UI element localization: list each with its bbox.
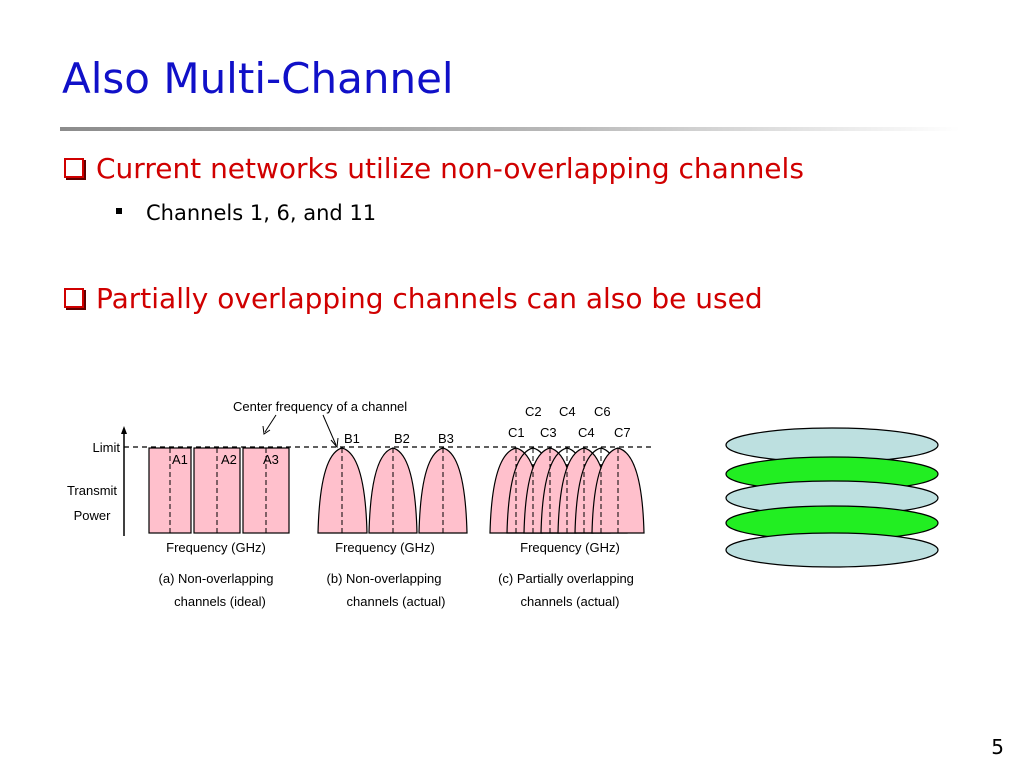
disk-5 <box>725 532 939 568</box>
bullet-2: Partially overlapping channels can also … <box>64 282 763 315</box>
channel-c6-label: C6 <box>594 404 611 419</box>
limit-label: Limit <box>93 440 121 455</box>
channel-b1-label: B1 <box>344 431 360 446</box>
bullet-2-text: Partially overlapping channels can also … <box>96 282 763 315</box>
panel-a-channels: A1 A2 A3 <box>148 447 290 534</box>
panel-b-caption-2: channels (actual) <box>347 594 446 609</box>
panel-b-xlabel: Frequency (GHz) <box>335 540 435 555</box>
panel-a-xlabel: Frequency (GHz) <box>166 540 266 555</box>
channel-c7-label: C7 <box>614 425 631 440</box>
annotation-pointer <box>322 414 337 446</box>
panel-a-caption-2: channels (ideal) <box>174 594 266 609</box>
annotation-pointer-arrow-icon <box>330 437 339 449</box>
title-divider <box>60 127 960 131</box>
channel-c2-label: C2 <box>525 404 542 419</box>
checkbox-bullet-icon <box>64 288 84 308</box>
channel-a1-label: A1 <box>172 452 188 467</box>
slide-title: Also Multi-Channel <box>62 54 454 103</box>
center-frequency-annotation: Center frequency of a channel <box>233 399 407 414</box>
panel-c-xlabel: Frequency (GHz) <box>520 540 620 555</box>
panel-c-channels: C2 C4 C6 C1 C3 C4 C7 <box>489 404 645 534</box>
panel-b-channels: B1 B2 B3 <box>317 431 468 534</box>
channel-c4-top-label: C4 <box>559 404 576 419</box>
panel-c-caption-2: channels (actual) <box>521 594 620 609</box>
sub-bullet-1-text: Channels 1, 6, and 11 <box>146 201 377 225</box>
bullet-1: Current networks utilize non-overlapping… <box>64 152 804 185</box>
square-bullet-icon <box>116 208 122 214</box>
panel-b-caption-1: (b) Non-overlapping <box>327 571 442 586</box>
channel-a2-label: A2 <box>221 452 237 467</box>
bullet-1-text: Current networks utilize non-overlapping… <box>96 152 804 185</box>
y-axis-arrow-icon <box>121 426 127 434</box>
channel-stack-illustration <box>724 426 942 580</box>
checkbox-bullet-icon <box>64 158 84 178</box>
channel-figure: Limit Transmit Power Center frequency of… <box>58 392 658 621</box>
channel-diagram: Limit Transmit Power Center frequency of… <box>67 399 654 609</box>
channel-a3-label: A3 <box>263 452 279 467</box>
channel-c3-label: C3 <box>540 425 557 440</box>
channel-c1-label: C1 <box>508 425 525 440</box>
transmit-power-label-1: Transmit <box>67 483 117 498</box>
sub-bullet-1: Channels 1, 6, and 11 <box>116 201 376 225</box>
stacked-disks <box>725 427 939 568</box>
channel-b2-label: B2 <box>394 431 410 446</box>
channel-c4-label: C4 <box>578 425 595 440</box>
channel-b3-label: B3 <box>438 431 454 446</box>
panel-a-caption-1: (a) Non-overlapping <box>159 571 274 586</box>
annotation-pointer-arrow-icon <box>262 425 271 435</box>
page-number: 5 <box>991 735 1004 759</box>
transmit-power-label-2: Power <box>74 508 112 523</box>
annotation-pointer <box>264 414 277 433</box>
panel-c-caption-1: (c) Partially overlapping <box>498 571 634 586</box>
